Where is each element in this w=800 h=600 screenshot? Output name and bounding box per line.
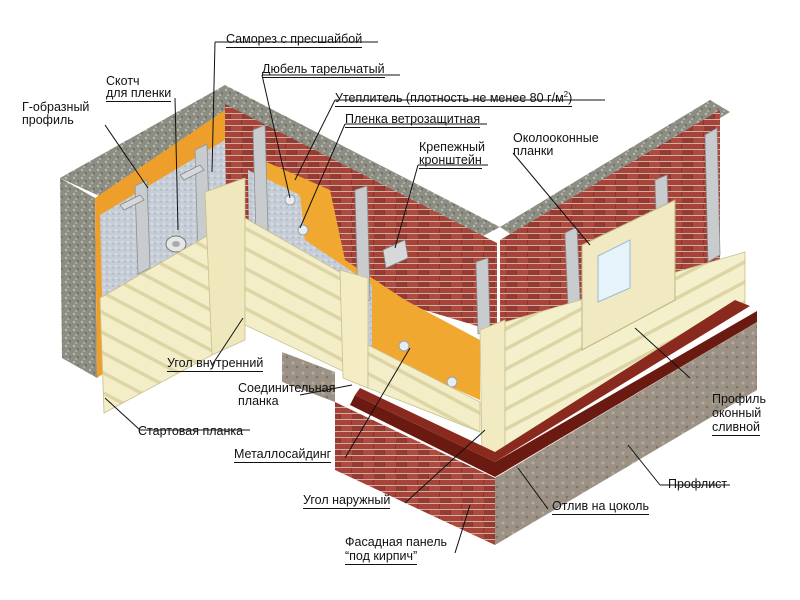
label-soedinit-line1: Соединительная (238, 381, 336, 395)
label-ugol-vnutr: Угол внутренний (167, 356, 264, 372)
label-profil-okonny-line2: оконный (712, 406, 762, 420)
label-dyubel: Дюбель тарельчатый (262, 62, 385, 78)
label-kronshtein-line2: кронштейн (419, 153, 482, 169)
wall-top-right (500, 100, 730, 240)
stone-plinth (495, 322, 757, 545)
label-kronshtein-line1: Крепежный (419, 140, 485, 154)
label-skotch-line1: Скотч (106, 74, 140, 88)
label-metallosaiding: Металлосайдинг (234, 447, 332, 463)
label-uteplitel: Утеплитель (плотность не менее 80 г/м2) (335, 90, 573, 108)
label-fasad-line2: “под кирпич” (345, 549, 418, 565)
scotch-roll (165, 235, 187, 253)
label-ugol-naruzh: Угол наружный (303, 493, 391, 509)
label-g-profile-line2: профиль (22, 113, 74, 127)
sill-flashing-top (355, 300, 750, 462)
label-skotch-line2: для пленки (106, 86, 172, 102)
plinth-under (282, 352, 335, 402)
outer-corner (479, 319, 506, 463)
label-g-profile-line1: Г-образный (22, 100, 90, 114)
label-otliv: Отлив на цоколь (552, 499, 649, 515)
brick-panel (335, 402, 495, 545)
insulation-mid (262, 160, 480, 400)
label-soedinit-line2: планка (238, 394, 279, 408)
label-fasad-line1: Фасадная панель (345, 535, 448, 549)
label-plenka: Пленка ветрозащитная (345, 112, 481, 128)
label-profil-okonny-line1: Профиль (712, 392, 766, 406)
label-startovaya: Стартовая планка (138, 424, 244, 438)
label-okolookonnye-line1: Околооконные (513, 131, 599, 145)
label-samorez: Саморез с пресшайбой (226, 32, 363, 48)
siding-mid-lower (367, 344, 481, 433)
dowels (284, 194, 458, 388)
label-okolookonnye-line2: планки (513, 144, 554, 158)
leader-lines (104, 41, 730, 554)
inner-corner (204, 177, 246, 356)
label-proflist: Профлист (668, 477, 728, 491)
joint-strip (339, 269, 369, 389)
window-glass (597, 239, 631, 303)
label-profil-okonny-line3: сливной (712, 420, 761, 436)
wall-side-left (60, 178, 97, 378)
